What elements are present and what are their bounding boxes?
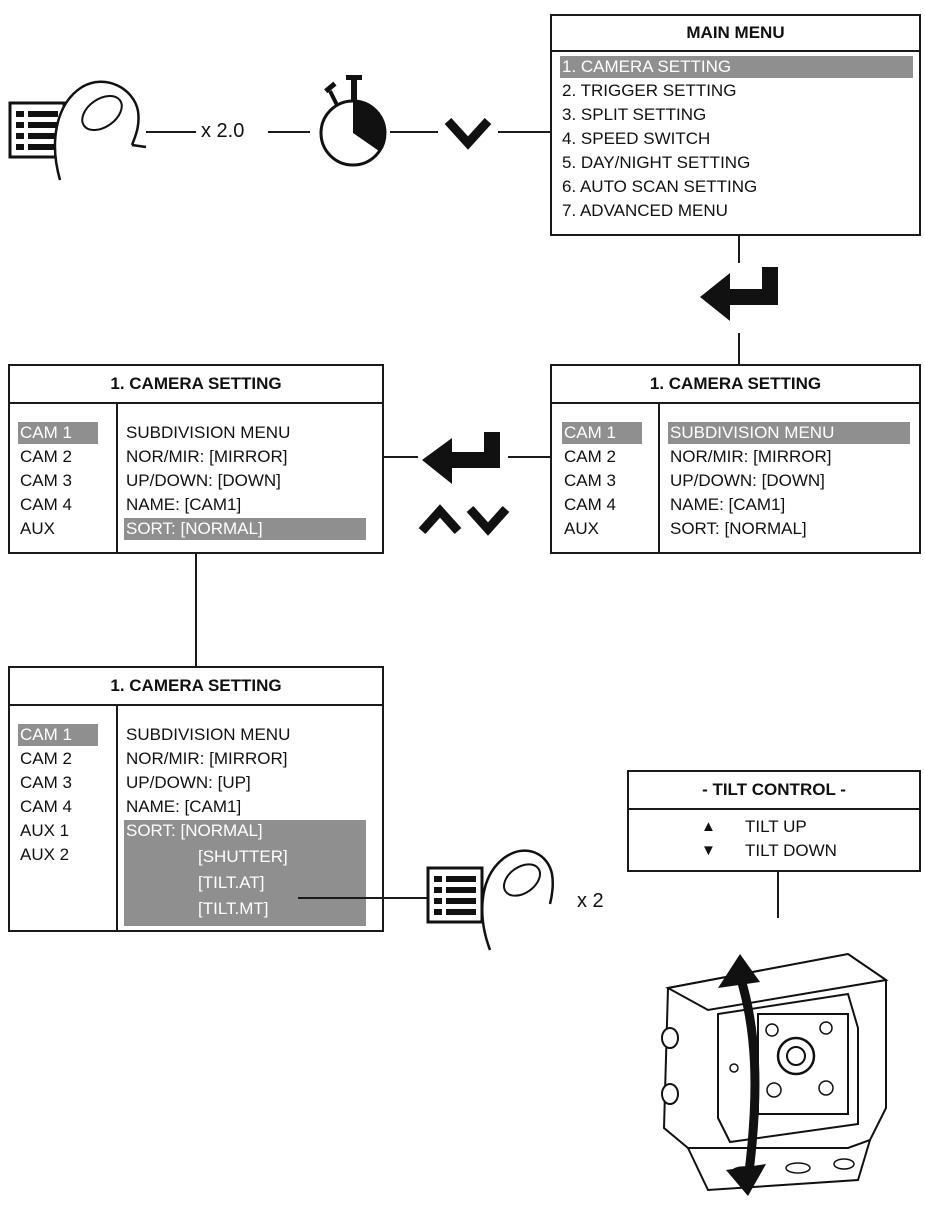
option-up-down[interactable]: UP/DOWN: [UP] <box>126 773 251 792</box>
option-sort[interactable]: SORT: [NORMAL] <box>670 519 807 538</box>
option-subdivision-menu[interactable]: SUBDIVISION MENU <box>668 422 910 444</box>
cam-item-cam3[interactable]: CAM 3 <box>20 471 72 490</box>
option-sort[interactable]: SORT: [NORMAL] <box>124 518 366 540</box>
tilt-control-panel: - TILT CONTROL - ▲ TILT UP ▼ TILT DOWN <box>627 770 921 872</box>
connector <box>298 897 430 899</box>
press-count-label: x 2.0 <box>201 120 245 142</box>
press-count-label: x 2 <box>577 890 604 912</box>
main-menu-item-advanced-menu[interactable]: 7. ADVANCED MENU <box>562 201 728 220</box>
main-menu-item-auto-scan-setting[interactable]: 6. AUTO SCAN SETTING <box>562 177 758 196</box>
cam-item-aux[interactable]: AUX <box>20 519 55 538</box>
column-divider <box>116 402 118 552</box>
camera-setting-panel-right: 1. CAMERA SETTING CAM 1 CAM 2 CAM 3 CAM … <box>550 364 921 554</box>
option-up-down[interactable]: UP/DOWN: [DOWN] <box>670 471 825 490</box>
chevron-up-icon <box>418 504 462 535</box>
sort-value-tilt-at[interactable]: [TILT.AT] <box>198 873 265 892</box>
camera-setting-title: 1. CAMERA SETTING <box>552 366 919 404</box>
cam-item-cam2[interactable]: CAM 2 <box>20 749 72 768</box>
cam-item-cam3[interactable]: CAM 3 <box>20 773 72 792</box>
main-menu-panel: MAIN MENU 1. CAMERA SETTING 2. TRIGGER S… <box>550 14 921 236</box>
cam-item-aux1[interactable]: AUX 1 <box>20 821 70 840</box>
option-subdivision-menu[interactable]: SUBDIVISION MENU <box>126 423 291 442</box>
column-divider <box>116 704 118 930</box>
option-name[interactable]: NAME: [CAM1] <box>126 797 242 816</box>
connector <box>390 131 438 133</box>
menu-button-icon <box>426 866 484 924</box>
option-up-down[interactable]: UP/DOWN: [DOWN] <box>126 471 281 490</box>
option-subdivision-menu[interactable]: SUBDIVISION MENU <box>126 725 291 744</box>
cam-item-cam1[interactable]: CAM 1 <box>18 422 98 444</box>
enter-icon <box>696 263 786 333</box>
option-nor-mir[interactable]: NOR/MIR: [MIRROR] <box>126 749 288 768</box>
connector <box>195 554 197 666</box>
connector <box>268 131 310 133</box>
sort-value-shutter[interactable]: [SHUTTER] <box>198 847 288 866</box>
finger-icon <box>53 80 147 181</box>
main-menu-item-day-night-setting[interactable]: 5. DAY/NIGHT SETTING <box>562 153 751 172</box>
cam-item-cam2[interactable]: CAM 2 <box>20 447 72 466</box>
sort-value-tilt-mt[interactable]: [TILT.MT] <box>198 899 269 918</box>
triangle-down-icon: ▼ <box>701 842 716 859</box>
main-menu-item-camera-setting[interactable]: 1. CAMERA SETTING <box>560 56 913 78</box>
cam-item-aux[interactable]: AUX <box>564 519 599 538</box>
connector <box>146 131 196 133</box>
cam-item-cam4[interactable]: CAM 4 <box>20 797 72 816</box>
option-name[interactable]: NAME: [CAM1] <box>126 495 242 514</box>
cam-item-cam4[interactable]: CAM 4 <box>20 495 72 514</box>
main-menu-item-speed-switch[interactable]: 4. SPEED SWITCH <box>562 129 711 148</box>
cam-item-cam3[interactable]: CAM 3 <box>564 471 616 490</box>
camera-setting-title: 1. CAMERA SETTING <box>10 366 382 404</box>
tilt-control-title: - TILT CONTROL - <box>629 772 919 810</box>
option-name[interactable]: NAME: [CAM1] <box>670 495 786 514</box>
cam-item-cam4[interactable]: CAM 4 <box>564 495 616 514</box>
menu-button-press-bottom <box>426 840 568 951</box>
main-menu-item-split-setting[interactable]: 3. SPLIT SETTING <box>562 105 707 124</box>
tilt-up-label: TILT UP <box>745 817 807 836</box>
connector <box>498 131 550 133</box>
option-sort[interactable]: SORT: [NORMAL] <box>126 821 263 840</box>
sort-dropdown[interactable]: SORT: [NORMAL] [SHUTTER] [TILT.AT] [TILT… <box>124 820 366 926</box>
menu-button-press-top <box>8 75 150 185</box>
cam-item-aux2[interactable]: AUX 2 <box>20 845 70 864</box>
finger-icon <box>481 849 555 951</box>
camera-setting-title: 1. CAMERA SETTING <box>10 668 382 706</box>
connector <box>777 872 779 918</box>
option-nor-mir[interactable]: NOR/MIR: [MIRROR] <box>126 447 288 466</box>
column-divider <box>658 402 660 552</box>
tilt-down-label: TILT DOWN <box>745 841 837 860</box>
camera-setting-panel-bottom: 1. CAMERA SETTING CAM 1 CAM 2 CAM 3 CAM … <box>8 666 384 932</box>
stopwatch-icon <box>319 75 387 167</box>
enter-icon <box>418 430 508 492</box>
camera-setting-panel-left: 1. CAMERA SETTING CAM 1 CAM 2 CAM 3 CAM … <box>8 364 384 554</box>
cam-item-cam1[interactable]: CAM 1 <box>18 724 98 746</box>
main-menu-title: MAIN MENU <box>552 16 919 52</box>
option-nor-mir[interactable]: NOR/MIR: [MIRROR] <box>670 447 832 466</box>
cam-item-cam2[interactable]: CAM 2 <box>564 447 616 466</box>
camera-illustration <box>661 952 889 1196</box>
cam-item-cam1[interactable]: CAM 1 <box>562 422 642 444</box>
chevron-down-icon <box>466 505 510 536</box>
triangle-up-icon: ▲ <box>701 818 716 835</box>
main-menu-item-trigger-setting[interactable]: 2. TRIGGER SETTING <box>562 81 737 100</box>
chevron-down-icon <box>444 117 492 150</box>
